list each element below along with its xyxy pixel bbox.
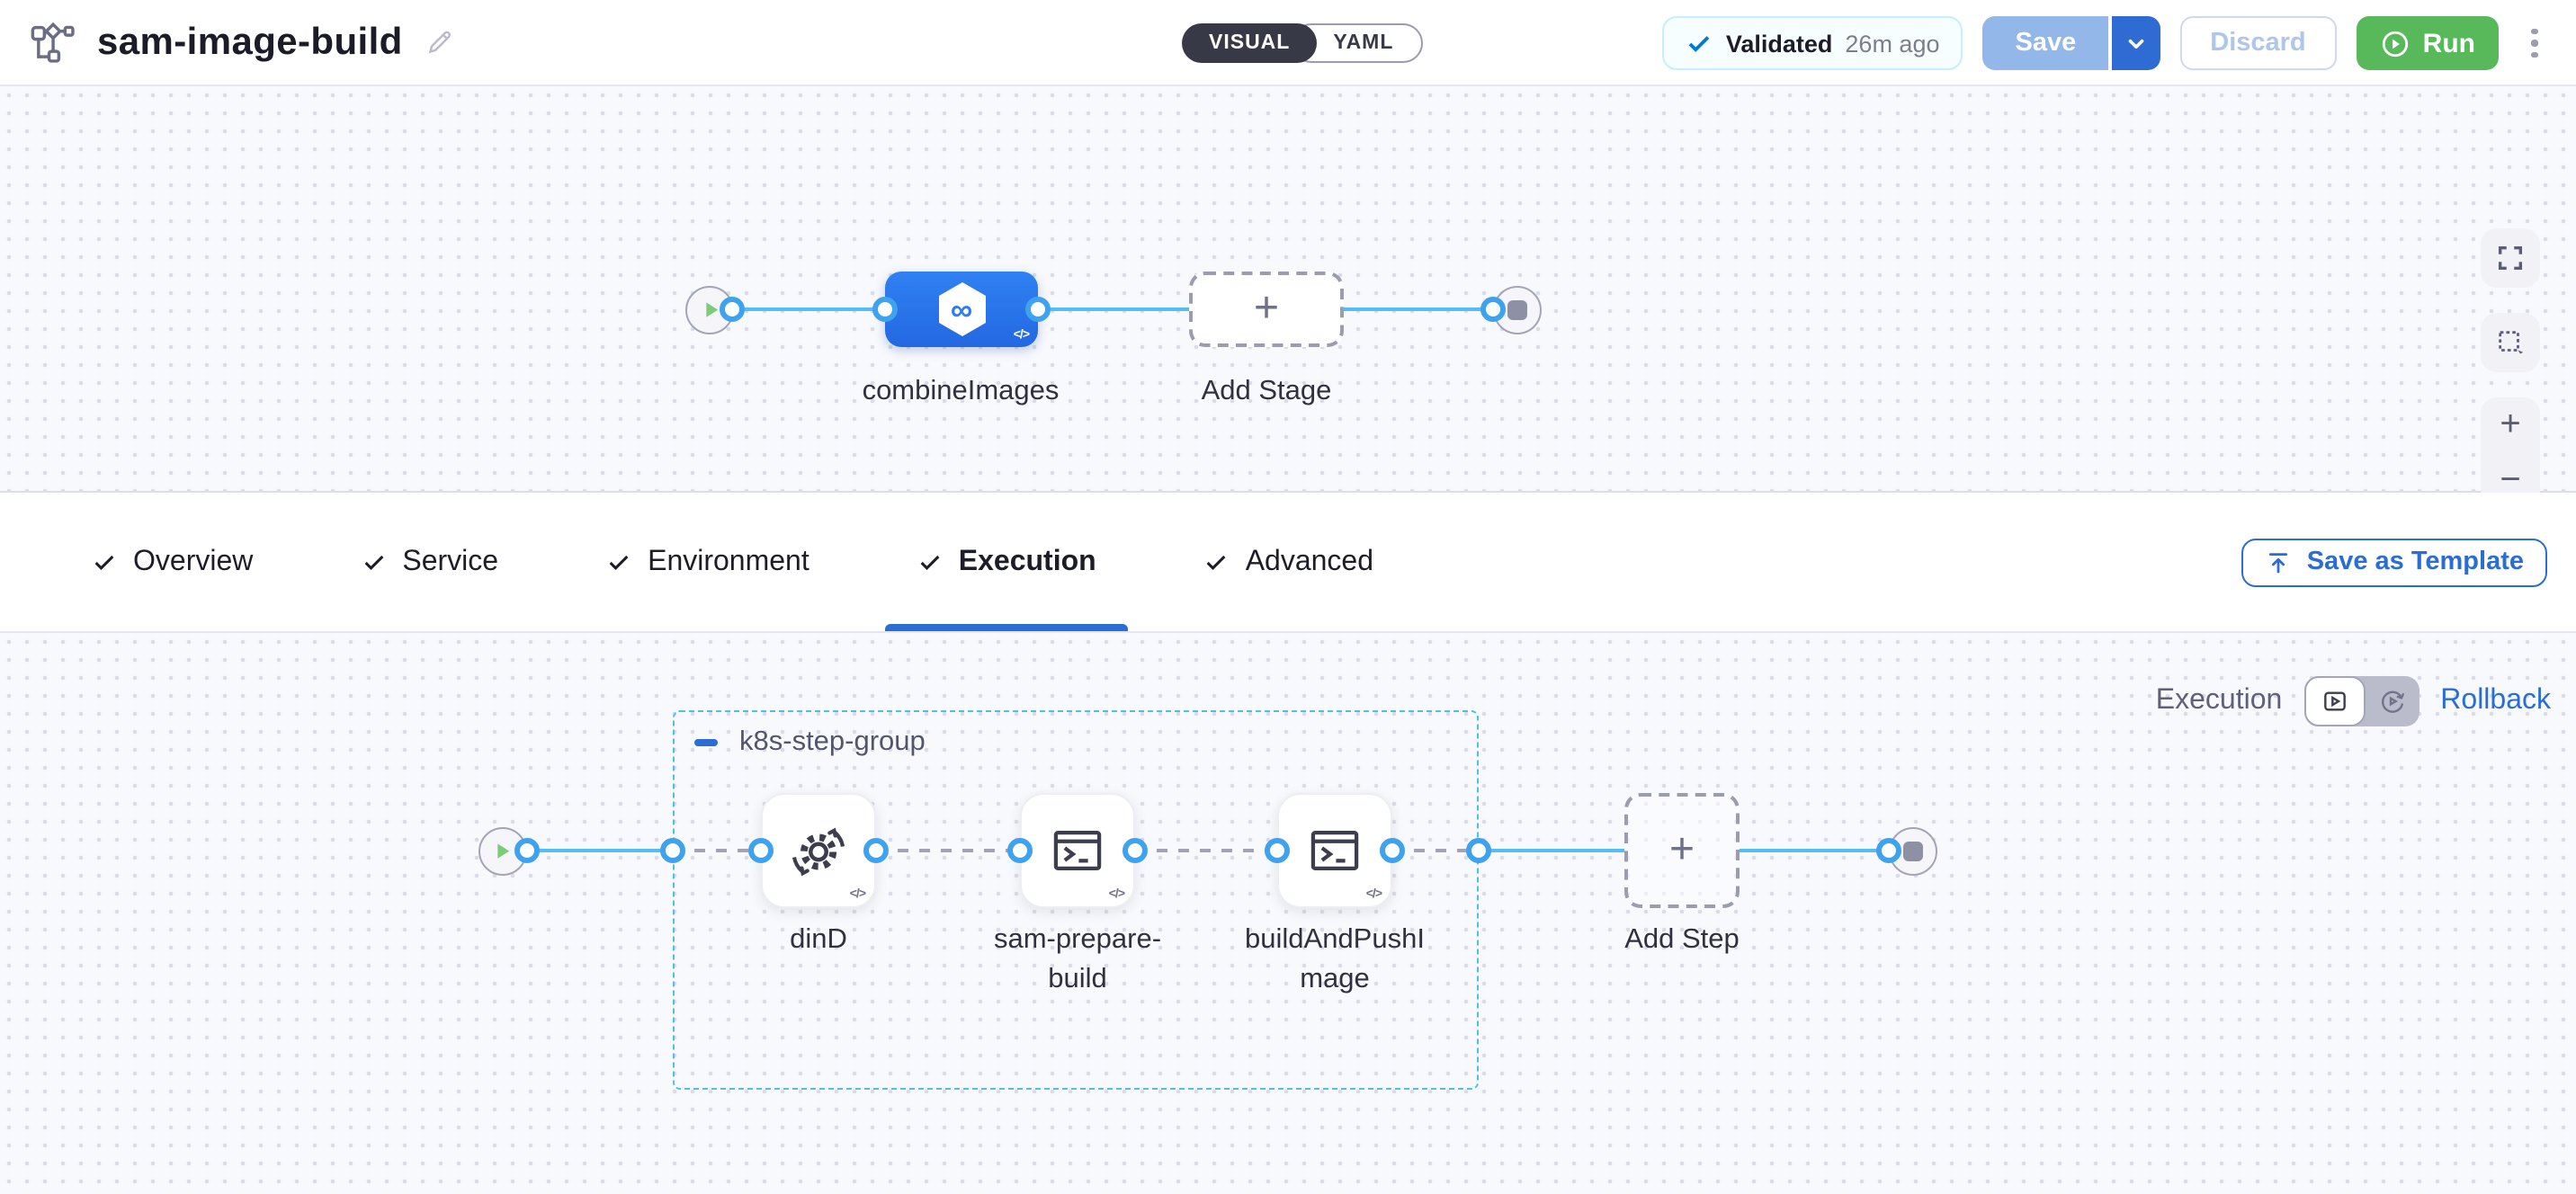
connector-dot[interactable] (1876, 838, 1901, 863)
code-badge: </> (849, 888, 866, 901)
chained-pipeline-icon: ∞ (950, 292, 973, 326)
connector-dot[interactable] (748, 838, 774, 863)
fullscreen-icon (2498, 245, 2523, 271)
step-card-sam-prepare-build[interactable]: </> (1020, 793, 1135, 908)
execution-mode-row: Execution Rollback (2156, 676, 2551, 726)
save-as-template-button[interactable]: Save as Template (2241, 538, 2547, 586)
add-stage-button[interactable]: + (1189, 272, 1344, 347)
upload-icon (2269, 552, 2288, 573)
stage-canvas[interactable]: ∞ </> + combineImages Add Stage + − (0, 86, 2576, 509)
stage-name-label[interactable]: combineImages (862, 376, 1060, 406)
connector-dot[interactable] (660, 838, 685, 863)
step-card-dind[interactable]: </> (761, 793, 876, 908)
stage-card-combineimages[interactable]: ∞ </> (885, 272, 1038, 347)
edit-pencil-icon[interactable] (425, 27, 455, 58)
play-icon (497, 843, 510, 859)
pipeline-icon (29, 19, 76, 66)
validated-time: 26m ago (1845, 30, 1940, 57)
custom-stage-hexagon-icon: ∞ (935, 281, 988, 338)
execution-mode-label: Execution (2155, 685, 2283, 716)
validated-label: Validated (1725, 30, 1833, 57)
tab-overview[interactable]: Overview (54, 493, 291, 631)
connector-dot[interactable] (863, 838, 889, 863)
connector-dot[interactable] (1466, 838, 1491, 863)
sync-gear-icon (792, 827, 845, 877)
connector-dot[interactable] (1025, 297, 1051, 322)
step-group-k8s[interactable] (673, 710, 1479, 1090)
step-name-label[interactable]: buildAndPushImage (1245, 924, 1425, 994)
connector-dot[interactable] (1380, 838, 1405, 863)
marquee-select-icon (2499, 331, 2524, 354)
check-icon (363, 554, 383, 569)
check-icon (1689, 35, 1711, 51)
rollback-link[interactable]: Rollback (2440, 685, 2551, 716)
add-stage-label[interactable]: Add Stage (1201, 376, 1332, 406)
execution-start-node[interactable] (478, 826, 526, 875)
tab-advanced[interactable]: Advanced (1167, 493, 1411, 631)
tab-service[interactable]: Service (323, 493, 536, 631)
add-step-label[interactable]: Add Step (1624, 924, 1740, 955)
connector-dot[interactable] (1007, 838, 1033, 863)
validated-badge[interactable]: Validated 26m ago (1662, 16, 1963, 70)
connector-dot[interactable] (1123, 838, 1148, 863)
tab-execution[interactable]: Execution (880, 493, 1134, 631)
step-name-label[interactable]: dinD (790, 924, 847, 955)
connector-dot[interactable] (720, 297, 745, 322)
execution-mode-icon[interactable] (2303, 676, 2366, 726)
save-split-button: Save (1982, 16, 2160, 70)
add-step-button[interactable]: + (1624, 793, 1740, 908)
check-icon (94, 554, 114, 569)
plus-icon: + (1253, 284, 1279, 333)
step-name-label[interactable]: sam-prepare-build (993, 924, 1162, 994)
toggle-visual[interactable]: VISUAL (1182, 23, 1318, 63)
connector-dot[interactable] (872, 297, 898, 322)
discard-button[interactable]: Discard (2179, 16, 2337, 70)
tab-environment[interactable]: Environment (568, 493, 847, 631)
code-badge: </> (1108, 888, 1125, 901)
code-badge: </> (1013, 329, 1030, 342)
zoom-out-button[interactable]: − (2481, 453, 2540, 509)
check-icon (609, 554, 629, 569)
multi-select-button[interactable] (2481, 313, 2540, 372)
stop-icon (1902, 841, 1922, 860)
connector-dot[interactable] (514, 838, 540, 863)
play-icon (705, 302, 718, 317)
collapse-group-icon[interactable] (694, 739, 718, 746)
check-icon (920, 554, 940, 569)
fullscreen-button[interactable] (2481, 228, 2540, 288)
step-card-buildandpushimage[interactable]: </> (1277, 793, 1392, 908)
terminal-icon (1053, 831, 1102, 870)
canvas-controls: + − (2481, 228, 2540, 509)
run-play-icon (2382, 30, 2408, 57)
save-button[interactable]: Save (1982, 16, 2109, 70)
zoom-controls: + − (2481, 397, 2540, 509)
chevron-down-icon (2127, 38, 2143, 49)
stop-icon (1507, 299, 1526, 319)
connector-dot[interactable] (1480, 297, 1506, 322)
rollback-mode-icon[interactable] (2365, 687, 2419, 716)
zoom-in-button[interactable]: + (2481, 397, 2540, 453)
check-icon (1207, 554, 1227, 569)
plus-icon: + (1668, 825, 1695, 874)
code-badge: </> (1365, 888, 1382, 901)
save-options-button[interactable] (2111, 16, 2160, 70)
header: sam-image-build VISUAL YAML Validated 26… (0, 0, 2576, 86)
more-options-kebab-icon[interactable] (2518, 16, 2551, 70)
view-toggle: VISUAL YAML (1182, 23, 1423, 63)
step-group-name[interactable]: k8s-step-group (739, 726, 926, 757)
run-button[interactable]: Run (2356, 16, 2499, 70)
connector-dot[interactable] (1265, 838, 1290, 863)
pipeline-title: sam-image-build (97, 21, 403, 62)
stage-config-tabs: Overview Service Environment Execution A… (0, 493, 2576, 633)
terminal-icon (1310, 831, 1359, 870)
execution-canvas[interactable]: Execution Rollback k8s-step-group (0, 633, 2576, 1194)
execution-rollback-toggle[interactable] (2303, 676, 2419, 726)
step-group-header: k8s-step-group (694, 726, 926, 759)
